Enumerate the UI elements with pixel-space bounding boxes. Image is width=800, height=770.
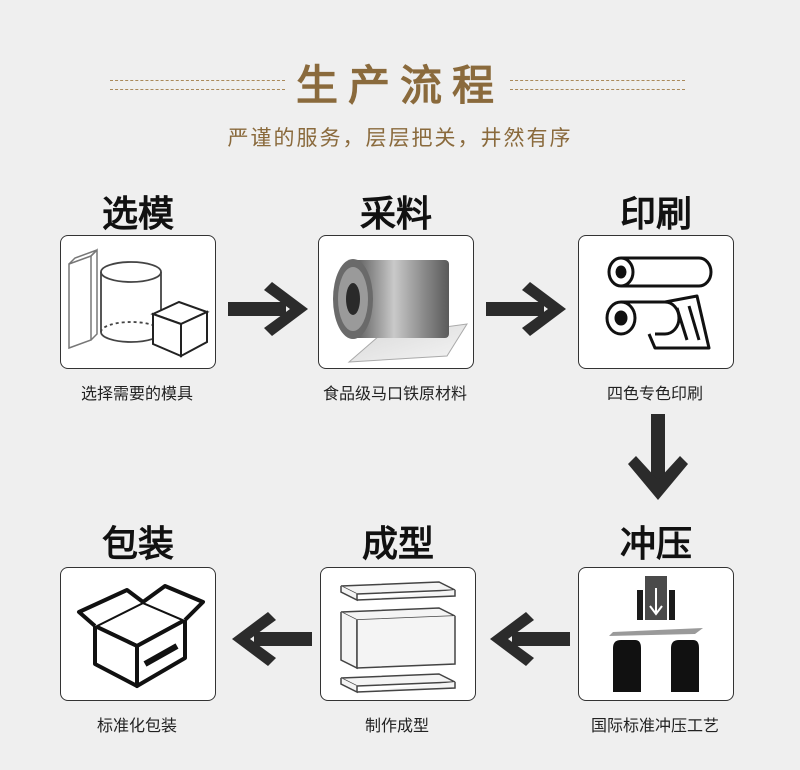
header: 生产流程: [0, 52, 800, 112]
step-title-printing: 印刷: [619, 194, 692, 235]
arrow-left-icon: [232, 612, 312, 666]
step-card-forming: [320, 567, 476, 701]
title-divider-right: [510, 80, 685, 90]
stamping-press-icon: [609, 576, 703, 692]
title-divider-left: [110, 80, 285, 90]
step-caption-packaging: 标准化包装: [96, 716, 177, 735]
step-title-raw-material: 采料: [359, 194, 432, 235]
step-card-stamping: [578, 567, 734, 701]
step-card-printing: [578, 235, 734, 369]
step-caption-forming: 制作成型: [364, 716, 429, 735]
arrow-right-icon: [228, 282, 308, 336]
page-subtitle: 严谨的服务，层层把关，井然有序: [227, 126, 573, 150]
mold-shapes-icon: [68, 248, 210, 358]
step-title-packaging: 包装: [101, 524, 174, 565]
arrow-down-icon: [628, 414, 688, 500]
step-title-stamping: 冲压: [619, 524, 692, 565]
step-caption-stamping: 国际标准冲压工艺: [590, 716, 719, 735]
step-caption-raw-material: 食品级马口铁原材料: [322, 384, 467, 403]
step-title-select-mold: 选模: [101, 194, 174, 235]
step-caption-select-mold: 选择需要的模具: [80, 384, 193, 403]
step-card-packaging: [60, 567, 216, 701]
arrow-right-icon: [486, 282, 566, 336]
step-caption-printing: 四色专色印刷: [606, 384, 703, 403]
step-card-raw-material: [318, 235, 474, 369]
page-title: 生产流程: [295, 61, 504, 110]
printing-rollers-icon: [605, 256, 713, 350]
step-card-select-mold: [60, 235, 216, 369]
tin-box-forming-icon: [340, 581, 456, 694]
arrow-left-icon: [490, 612, 570, 666]
step-title-forming: 成型: [361, 524, 434, 565]
tinplate-coil-icon: [333, 259, 468, 363]
packing-box-icon: [77, 584, 205, 688]
